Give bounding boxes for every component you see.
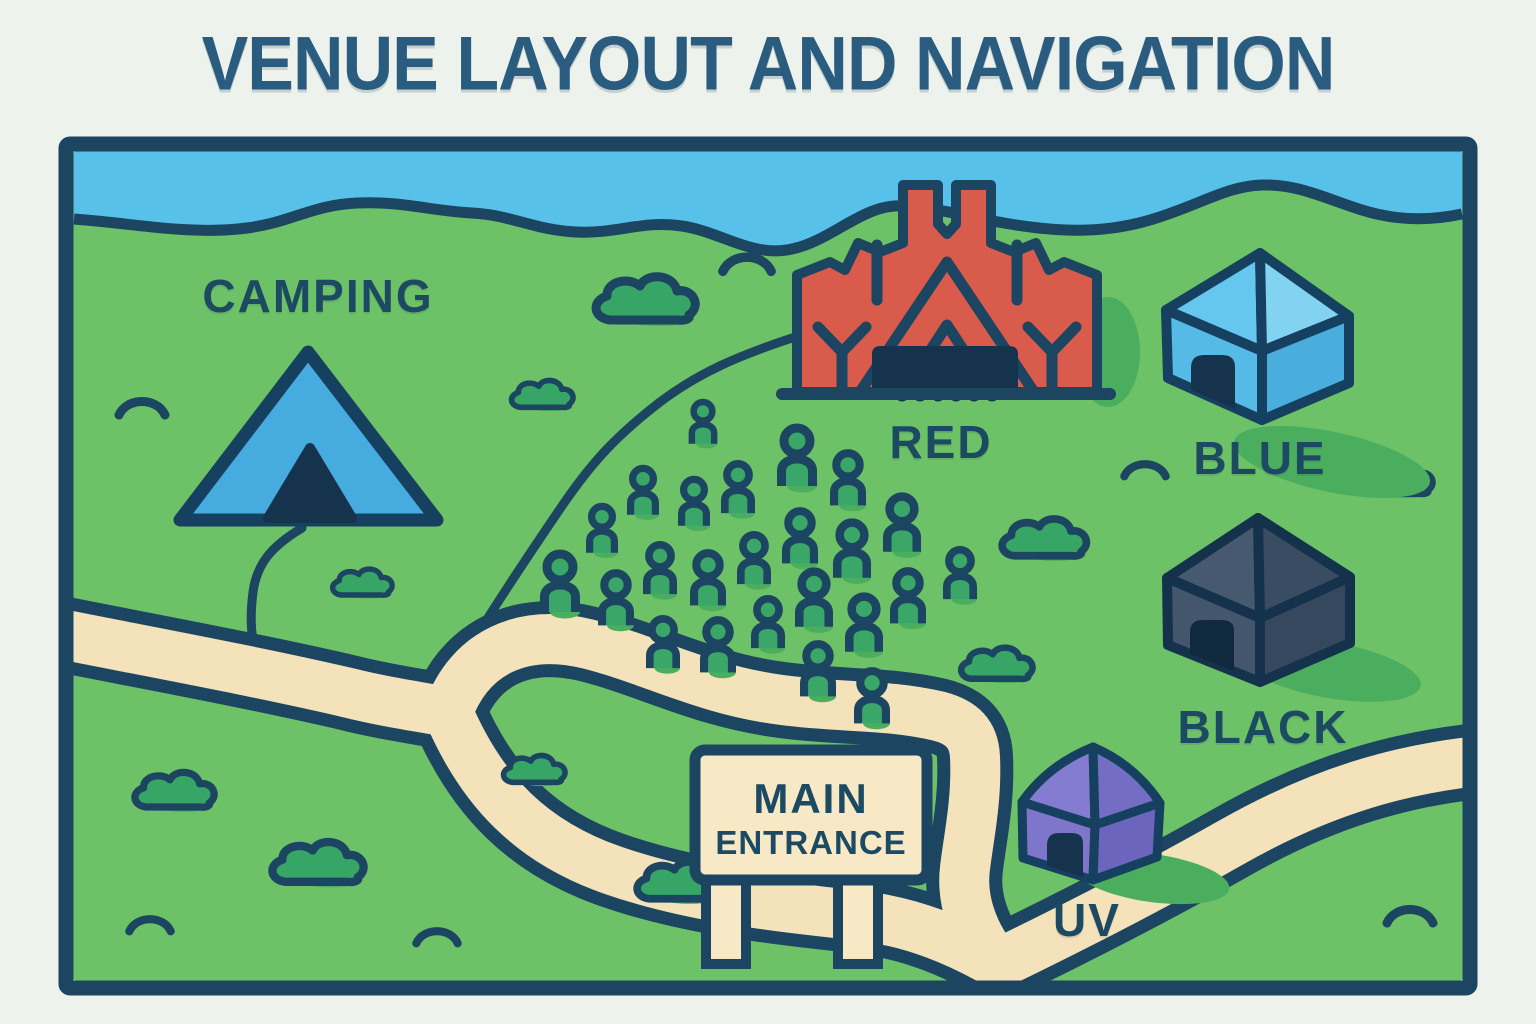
uv-tent-icon [1017, 742, 1230, 905]
map-border [58, 136, 1478, 996]
entrance-leg-left [701, 871, 751, 969]
trail-to-camping [246, 523, 307, 653]
red-stage-icon [776, 180, 1140, 407]
black-tent-icon [1162, 513, 1421, 702]
label-blue: BLUE [1193, 432, 1327, 484]
page-title: VENUE LAYOUT AND NAVIGATION [201, 21, 1336, 107]
label-uv: UV [1053, 894, 1121, 946]
camping-tent-icon [173, 345, 444, 527]
entrance-leg-right [833, 871, 883, 969]
entrance-sign-line1: MAIN [753, 775, 869, 822]
blue-tent-icon [1161, 248, 1431, 498]
shoreline [73, 179, 1463, 257]
water [73, 152, 1463, 257]
label-black: BLACK [1177, 701, 1349, 753]
main-entrance-gate [689, 744, 933, 969]
entrance-sign-line2: ENTRANCE [715, 824, 907, 861]
entrance-sign-board [689, 744, 933, 886]
label-red: RED [889, 416, 993, 468]
label-camping: CAMPING [202, 270, 434, 322]
